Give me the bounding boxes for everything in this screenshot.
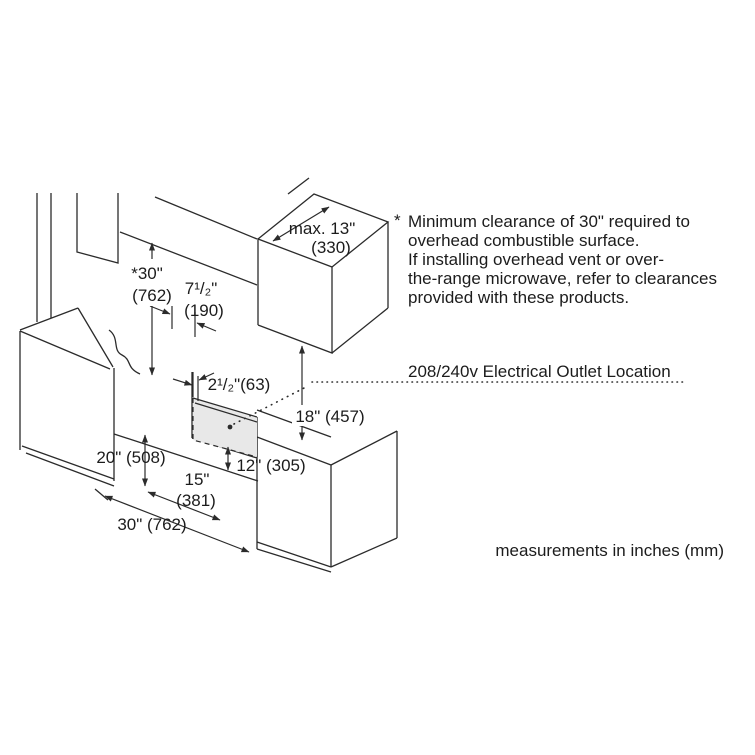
outlet-callout-text: 208/240v Electrical Outlet Location <box>408 362 671 381</box>
label-outlet-zone-top: 18" (457) <box>295 407 364 426</box>
arrow-left-offset-b <box>196 322 217 332</box>
wall-column <box>36 193 52 322</box>
ticks-outlet-inset <box>192 372 199 401</box>
outlet-zone-top-edge <box>192 397 258 423</box>
text-annotations: 208/240v Electrical Outlet Location * Mi… <box>394 211 724 560</box>
note-line-2: overhead combustible surface. <box>408 231 640 250</box>
label-left-offset-mm: (190) <box>184 301 224 320</box>
leader-dotted-diagonal <box>233 385 309 425</box>
label-overhead-depth-in: max. 13" <box>289 219 356 238</box>
label-opening-width: 30" (762) <box>117 515 186 534</box>
label-backplates <box>121 259 370 426</box>
note-asterisk: * <box>394 211 401 230</box>
leader-dot <box>227 424 233 430</box>
arrow-outlet-inset-a <box>172 378 193 386</box>
kitchen-structure <box>19 177 398 573</box>
arrow-left-offset-a <box>149 305 171 315</box>
dimension-labels: max. 13" (330) *30" (762) 7¹/₂" (190) 2¹… <box>96 219 364 534</box>
ticks-left-offset <box>171 304 196 337</box>
label-outlet-zone-bottom: 12" (305) <box>236 456 305 475</box>
floor-extension-tick <box>94 488 109 501</box>
label-overhead-clearance-mm: (762) <box>132 286 172 305</box>
label-overhead-clearance-in: *30" <box>131 264 163 283</box>
left-base-cabinet <box>19 307 141 487</box>
wall-soffit <box>119 177 310 286</box>
label-outlet-inset: 2¹/₂"(63) <box>208 375 271 394</box>
note-line-5: provided with these products. <box>408 288 629 307</box>
outlet-zone <box>192 397 258 458</box>
arrow-opening-width <box>104 495 250 553</box>
outlet-leader <box>227 381 687 430</box>
right-base-cabinet <box>256 409 398 573</box>
label-counter-height: 20" (508) <box>96 448 165 467</box>
upper-left-cabinet <box>76 193 119 264</box>
label-left-offset-in: 7¹/₂" <box>185 279 217 298</box>
units-note-text: measurements in inches (mm) <box>495 541 724 560</box>
label-outlet-depth-in: 15" <box>185 470 210 489</box>
label-outlet-depth-mm: (381) <box>176 491 216 510</box>
overhead-cabinet <box>257 193 390 354</box>
note-line-1: Minimum clearance of 30" required to <box>408 212 690 231</box>
outlet-zone-hidden-edges <box>192 398 258 458</box>
note-line-3: If installing overhead vent or over- <box>408 250 664 269</box>
label-overhead-depth-mm: (330) <box>311 238 351 257</box>
note-line-4: the-range microwave, refer to clearances <box>408 269 717 288</box>
arrow-outlet-inset-b <box>198 372 215 381</box>
arrow-overhead-depth <box>272 206 330 242</box>
